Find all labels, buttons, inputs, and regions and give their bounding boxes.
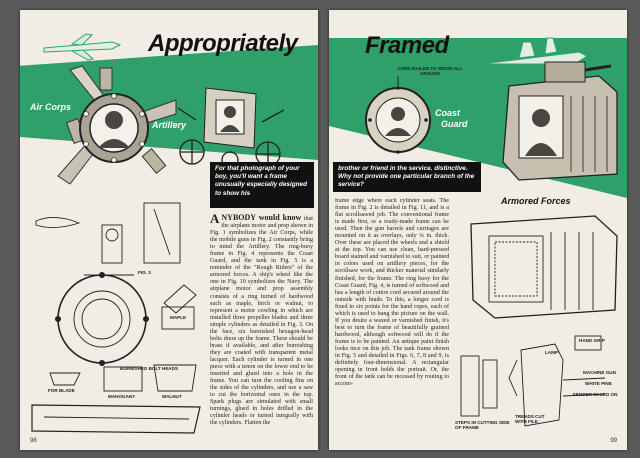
caption-white-pine: WHITE PINE bbox=[585, 381, 612, 386]
cord-note: CORD NAILED TO WOOD ALL AROUND bbox=[397, 66, 463, 76]
air-corps-label: Air Corps bbox=[30, 102, 72, 112]
caption-mahogany: MAHOGANY bbox=[108, 394, 136, 399]
coast-guard-label-2: Guard bbox=[441, 119, 468, 129]
caption-steps: STEPS IN CUTTING SIDE OF FRAME bbox=[455, 420, 510, 430]
body-column-right: frame edge where each cylinder seats. Th… bbox=[335, 198, 449, 388]
page-number-right: 99 bbox=[610, 438, 617, 444]
page-title-left: Appropriately bbox=[148, 30, 298, 57]
caption-hand-grip: HAND GRIP bbox=[579, 338, 605, 343]
coast-guard-label-1: Coast bbox=[435, 108, 461, 118]
caption-walnut: WALNUT bbox=[162, 394, 182, 399]
page-number-left: 98 bbox=[30, 438, 37, 444]
ring-buoy-frame-photo bbox=[365, 76, 431, 154]
caption-machine-gun: MACHINE GUN bbox=[583, 370, 616, 375]
left-page: Appropriately Air Corps Artillery For th… bbox=[20, 10, 318, 450]
tank-frame-photo bbox=[502, 61, 618, 181]
callout-box-left: For that photograph of your boy, you'll … bbox=[210, 162, 314, 208]
caption-bolt-heads: BURNISHED BOLT HEADS bbox=[120, 366, 179, 371]
warship-illustration bbox=[480, 37, 588, 65]
tank-technical-drawing bbox=[460, 215, 618, 427]
armored-forces-label: Armored Forces bbox=[501, 196, 571, 206]
caption-lamp: LAMP bbox=[545, 350, 559, 355]
artillery-frame-photo bbox=[177, 87, 285, 169]
airplane-illustration bbox=[43, 33, 122, 61]
callout-box-right: brother or friend in the service. distin… bbox=[333, 162, 481, 192]
page-title-right: Framed bbox=[365, 32, 449, 59]
right-page: Framed CORD NAILED TO WOOD ALL AROUND Co… bbox=[329, 10, 627, 450]
caption-treads: TREADS CUT WITH FILE bbox=[515, 414, 545, 424]
fig3-technical-drawing bbox=[31, 202, 201, 434]
caption-fig3: FIG. 3 bbox=[138, 270, 151, 275]
caption-for-blade: FOR BLADE bbox=[48, 388, 75, 393]
artillery-label: Artillery bbox=[152, 120, 187, 130]
caption-maple: MAPLE bbox=[170, 315, 187, 320]
caption-fender: FENDER GLUED ON bbox=[573, 392, 618, 397]
propeller-frame-photo bbox=[57, 65, 177, 185]
